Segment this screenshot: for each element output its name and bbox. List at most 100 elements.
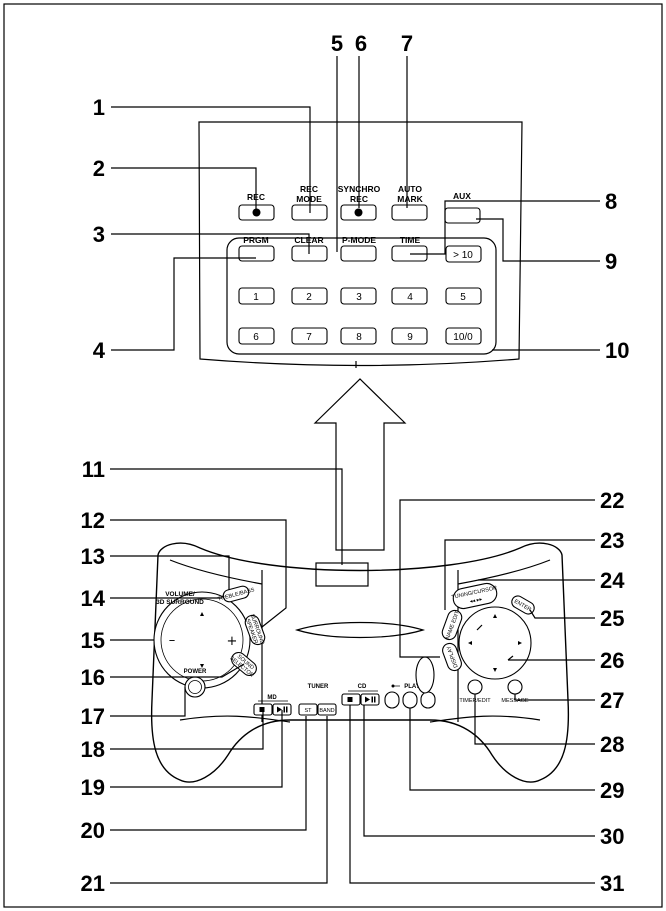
rec-mode-label-1: REC: [300, 184, 318, 194]
cd-stop-icon: [347, 697, 353, 702]
key-6-button[interactable]: [238, 327, 275, 345]
key-10-0-button[interactable]: [445, 327, 482, 345]
cursor-up-arrow-icon: [493, 614, 497, 618]
greater-than-10-button[interactable]: [445, 245, 482, 263]
display-button[interactable]: DISPLAY: [441, 641, 464, 672]
key-9-label: 9: [407, 332, 413, 343]
key-5-button[interactable]: [445, 287, 482, 305]
key-1-label: 1: [253, 292, 259, 303]
key-9-button[interactable]: [391, 327, 428, 345]
tuning-arrows-icon: ◂◂ ▸▸: [469, 597, 483, 606]
callout-10: 10: [605, 338, 629, 363]
key-4-button[interactable]: [391, 287, 428, 305]
md-play-icon: [277, 706, 282, 713]
key-7-button[interactable]: [291, 327, 328, 345]
key-8-label: 8: [356, 332, 362, 343]
callout-22: 22: [600, 488, 624, 513]
md-label: MD: [267, 695, 277, 701]
key-1-button[interactable]: [238, 287, 275, 305]
tuner-st-button[interactable]: [298, 703, 318, 716]
key-10-0-label: 10/0: [453, 332, 473, 343]
key-6-label: 6: [253, 332, 259, 343]
message-button[interactable]: [507, 679, 523, 695]
display-window: [294, 621, 426, 639]
callout-25: 25: [600, 606, 624, 631]
key-8-button[interactable]: [340, 327, 377, 345]
key-4-label: 4: [407, 292, 413, 303]
callout-28: 28: [600, 732, 624, 757]
cursor-down-arrow-icon: [493, 668, 497, 672]
cursor-right-arrow-icon: [518, 641, 522, 645]
callout-8: 8: [605, 189, 617, 214]
md-pause-icon-right: [286, 706, 288, 713]
cd-pause-icon-left: [371, 696, 373, 703]
volume-label-1: VOLUME/: [165, 591, 195, 598]
remote-lower-edge-left: [179, 715, 291, 723]
prgm-button[interactable]: [238, 245, 275, 262]
callout-1: 1: [93, 95, 105, 120]
leader-lines: [110, 56, 600, 884]
callout-18: 18: [81, 737, 105, 762]
volume-up-arrow-icon: [200, 612, 204, 616]
cursor-left-arrow-icon: [468, 641, 472, 645]
prgm-label: PRGM: [243, 235, 269, 245]
cd-pause-icon-right: [374, 696, 376, 703]
play-mode-button-3[interactable]: [420, 691, 436, 709]
key-2-label: 2: [306, 292, 312, 303]
callout-16: 16: [81, 665, 105, 690]
p-mode-button[interactable]: [340, 245, 377, 262]
key-2-button[interactable]: [291, 287, 328, 305]
tuner-label: TUNER: [308, 684, 329, 690]
tuner-st-label: ST: [304, 708, 312, 714]
aux-button[interactable]: [444, 207, 481, 224]
rec-mode-label-2: MODE: [296, 194, 322, 204]
play-dot-left-icon: [391, 684, 395, 688]
volume-minus-label: –: [169, 633, 176, 648]
callout-14: 14: [81, 586, 106, 611]
up-arrow-icon: [313, 378, 407, 551]
tuner-band-label: BAND: [319, 708, 334, 714]
callout-11: 11: [82, 457, 105, 482]
key-5-label: 5: [460, 292, 466, 303]
jog-knob[interactable]: [415, 656, 435, 694]
name-edit-button[interactable]: NAME EDIT: [440, 608, 464, 642]
callout-19: 19: [81, 775, 105, 800]
timer-edit-button[interactable]: [467, 679, 483, 695]
callout-21: 21: [81, 871, 105, 896]
outer-border: [3, 3, 663, 908]
greater-than-10-label: > 10: [453, 250, 473, 261]
cursor-diag-right-icon: [507, 655, 514, 661]
callout-24: 24: [600, 568, 625, 593]
remote-inner-edge-right: [457, 559, 551, 585]
play-mode-button-2[interactable]: [402, 691, 418, 709]
volume-down-arrow-icon: [200, 664, 204, 668]
power-button[interactable]: [184, 676, 206, 698]
callout-13: 13: [81, 544, 105, 569]
power-label: POWER: [184, 669, 207, 675]
md-stop-icon: [259, 707, 265, 712]
tuning-cursor-button[interactable]: TUNING/CURSOR ◂◂ ▸▸: [450, 581, 500, 610]
callout-3: 3: [93, 222, 105, 247]
cd-play-icon: [365, 696, 370, 703]
play-mode-button-1[interactable]: [384, 691, 400, 709]
callout-6: 6: [355, 31, 367, 56]
auto-mark-button[interactable]: [391, 204, 428, 221]
time-label: TIME: [400, 235, 421, 245]
keypad-outline: [226, 237, 497, 355]
cd-label: CD: [358, 684, 367, 690]
key-3-button[interactable]: [340, 287, 377, 305]
enter-button[interactable]: ENTER: [510, 594, 537, 616]
play-label: PLAY: [404, 684, 419, 690]
callout-23: 23: [600, 528, 624, 553]
tuner-band-button[interactable]: [317, 703, 337, 716]
callout-29: 29: [600, 778, 624, 803]
callout-30: 30: [600, 824, 624, 849]
auto-mark-label-2: MARK: [397, 194, 423, 204]
aux-label: AUX: [453, 191, 471, 201]
callout-27: 27: [600, 688, 624, 713]
callout-15: 15: [81, 628, 105, 653]
power-button-inner: [188, 680, 202, 694]
cursor-dial[interactable]: [458, 606, 532, 680]
